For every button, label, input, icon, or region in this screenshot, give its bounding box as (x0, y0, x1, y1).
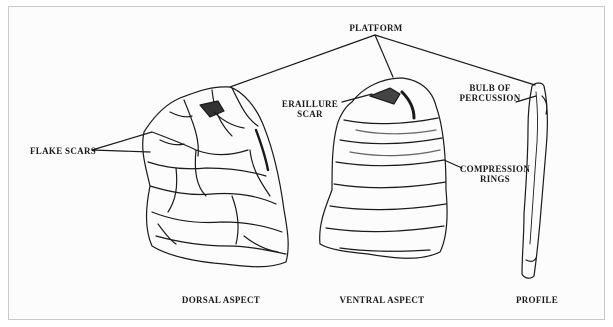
label-compression-line2: RINGS (456, 174, 534, 184)
label-eraillure-scar: ERAILLURE SCAR (280, 99, 340, 119)
label-compression-line1: COMPRESSION (456, 164, 534, 174)
caption-ventral-aspect: VENTRAL ASPECT (334, 295, 430, 305)
dorsal-flake-drawing (143, 87, 288, 267)
label-compression-rings: COMPRESSION RINGS (456, 164, 534, 184)
label-platform: PLATFORM (345, 23, 407, 33)
label-eraillure-line2: SCAR (280, 109, 340, 119)
label-flake-scars: FLAKE SCARS (30, 146, 96, 156)
label-bulb-line1: BULB OF (458, 83, 522, 93)
caption-dorsal-aspect: DORSAL ASPECT (176, 295, 266, 305)
caption-profile: PROFILE (514, 295, 560, 305)
label-bulb-line2: PERCUSSION (458, 93, 522, 103)
platform-leaders (230, 35, 535, 87)
label-bulb-of-percussion: BULB OF PERCUSSION (458, 83, 522, 103)
label-eraillure-line1: ERAILLURE (280, 99, 340, 109)
